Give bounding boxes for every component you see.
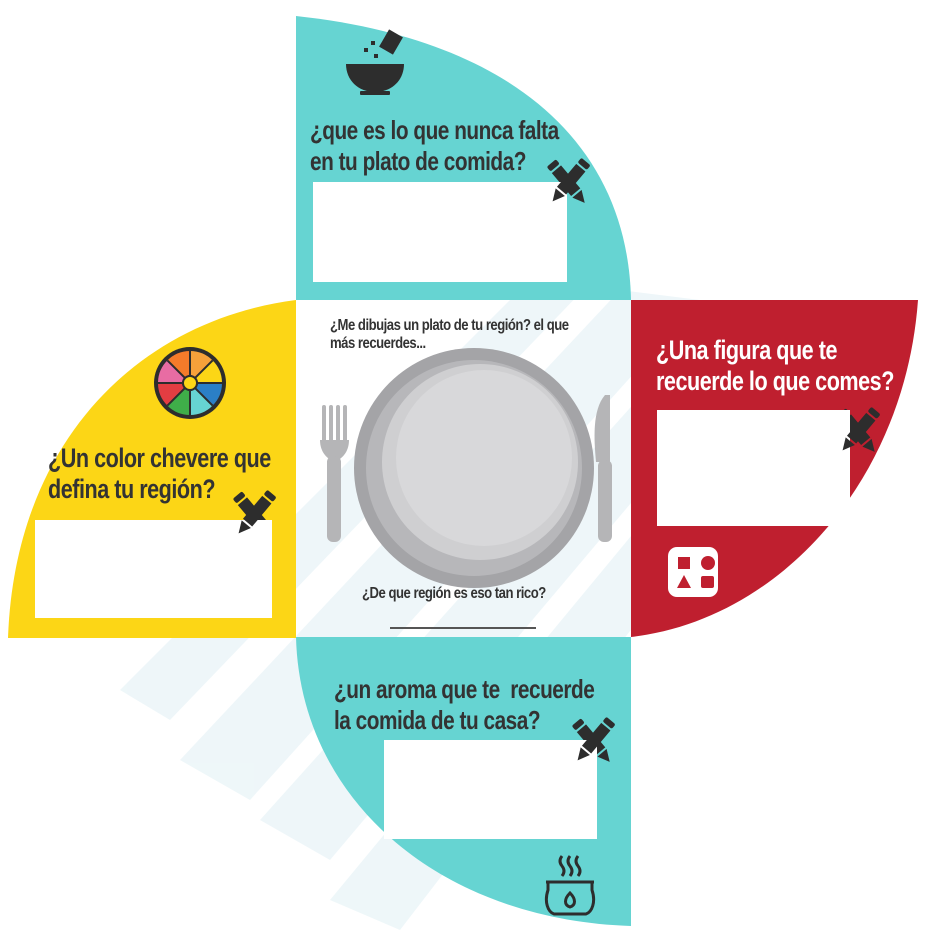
center-prompt-line2: más recuerdes... bbox=[330, 335, 426, 352]
right-question-line2: recuerde lo que comes? bbox=[656, 366, 894, 396]
plate-icon bbox=[354, 348, 594, 588]
color-wheel-icon bbox=[154, 347, 226, 419]
aroma-burner-icon bbox=[544, 855, 596, 916]
region-question: ¿De que región es eso tan rico? bbox=[362, 585, 546, 602]
left-question: ¿Un color chevere que defina tu región? bbox=[48, 443, 271, 505]
region-answer-line[interactable] bbox=[390, 627, 536, 629]
top-question: ¿que es lo que nunca falta en tu plato d… bbox=[310, 115, 559, 177]
answer-box-bottom[interactable] bbox=[384, 740, 597, 839]
fork-icon bbox=[320, 405, 349, 542]
center-prompt-line1: ¿Me dibujas un plato de tu región? el qu… bbox=[330, 317, 569, 334]
bottom-question-line2: la comida de tu casa? bbox=[334, 705, 541, 735]
shapes-icon bbox=[668, 547, 718, 597]
knife-icon bbox=[594, 395, 612, 542]
top-question-line1: ¿que es lo que nunca falta bbox=[310, 115, 559, 145]
center-prompt: ¿Me dibujas un plato de tu región? el qu… bbox=[330, 317, 569, 353]
right-question-line1: ¿Una figura que te bbox=[656, 335, 837, 365]
left-question-line2: defina tu región? bbox=[48, 474, 216, 504]
right-question: ¿Una figura que te recuerde lo que comes… bbox=[656, 335, 894, 397]
bowl-salt-icon bbox=[346, 29, 404, 95]
bottom-question: ¿un aroma que te recuerde la comida de t… bbox=[334, 674, 595, 736]
answer-box-top[interactable] bbox=[313, 182, 567, 282]
bottom-question-line1: ¿un aroma que te recuerde bbox=[334, 674, 595, 704]
answer-box-left[interactable] bbox=[35, 520, 272, 618]
left-question-line1: ¿Un color chevere que bbox=[48, 443, 271, 473]
top-question-line2: en tu plato de comida? bbox=[310, 146, 526, 176]
answer-box-right[interactable] bbox=[657, 410, 850, 526]
